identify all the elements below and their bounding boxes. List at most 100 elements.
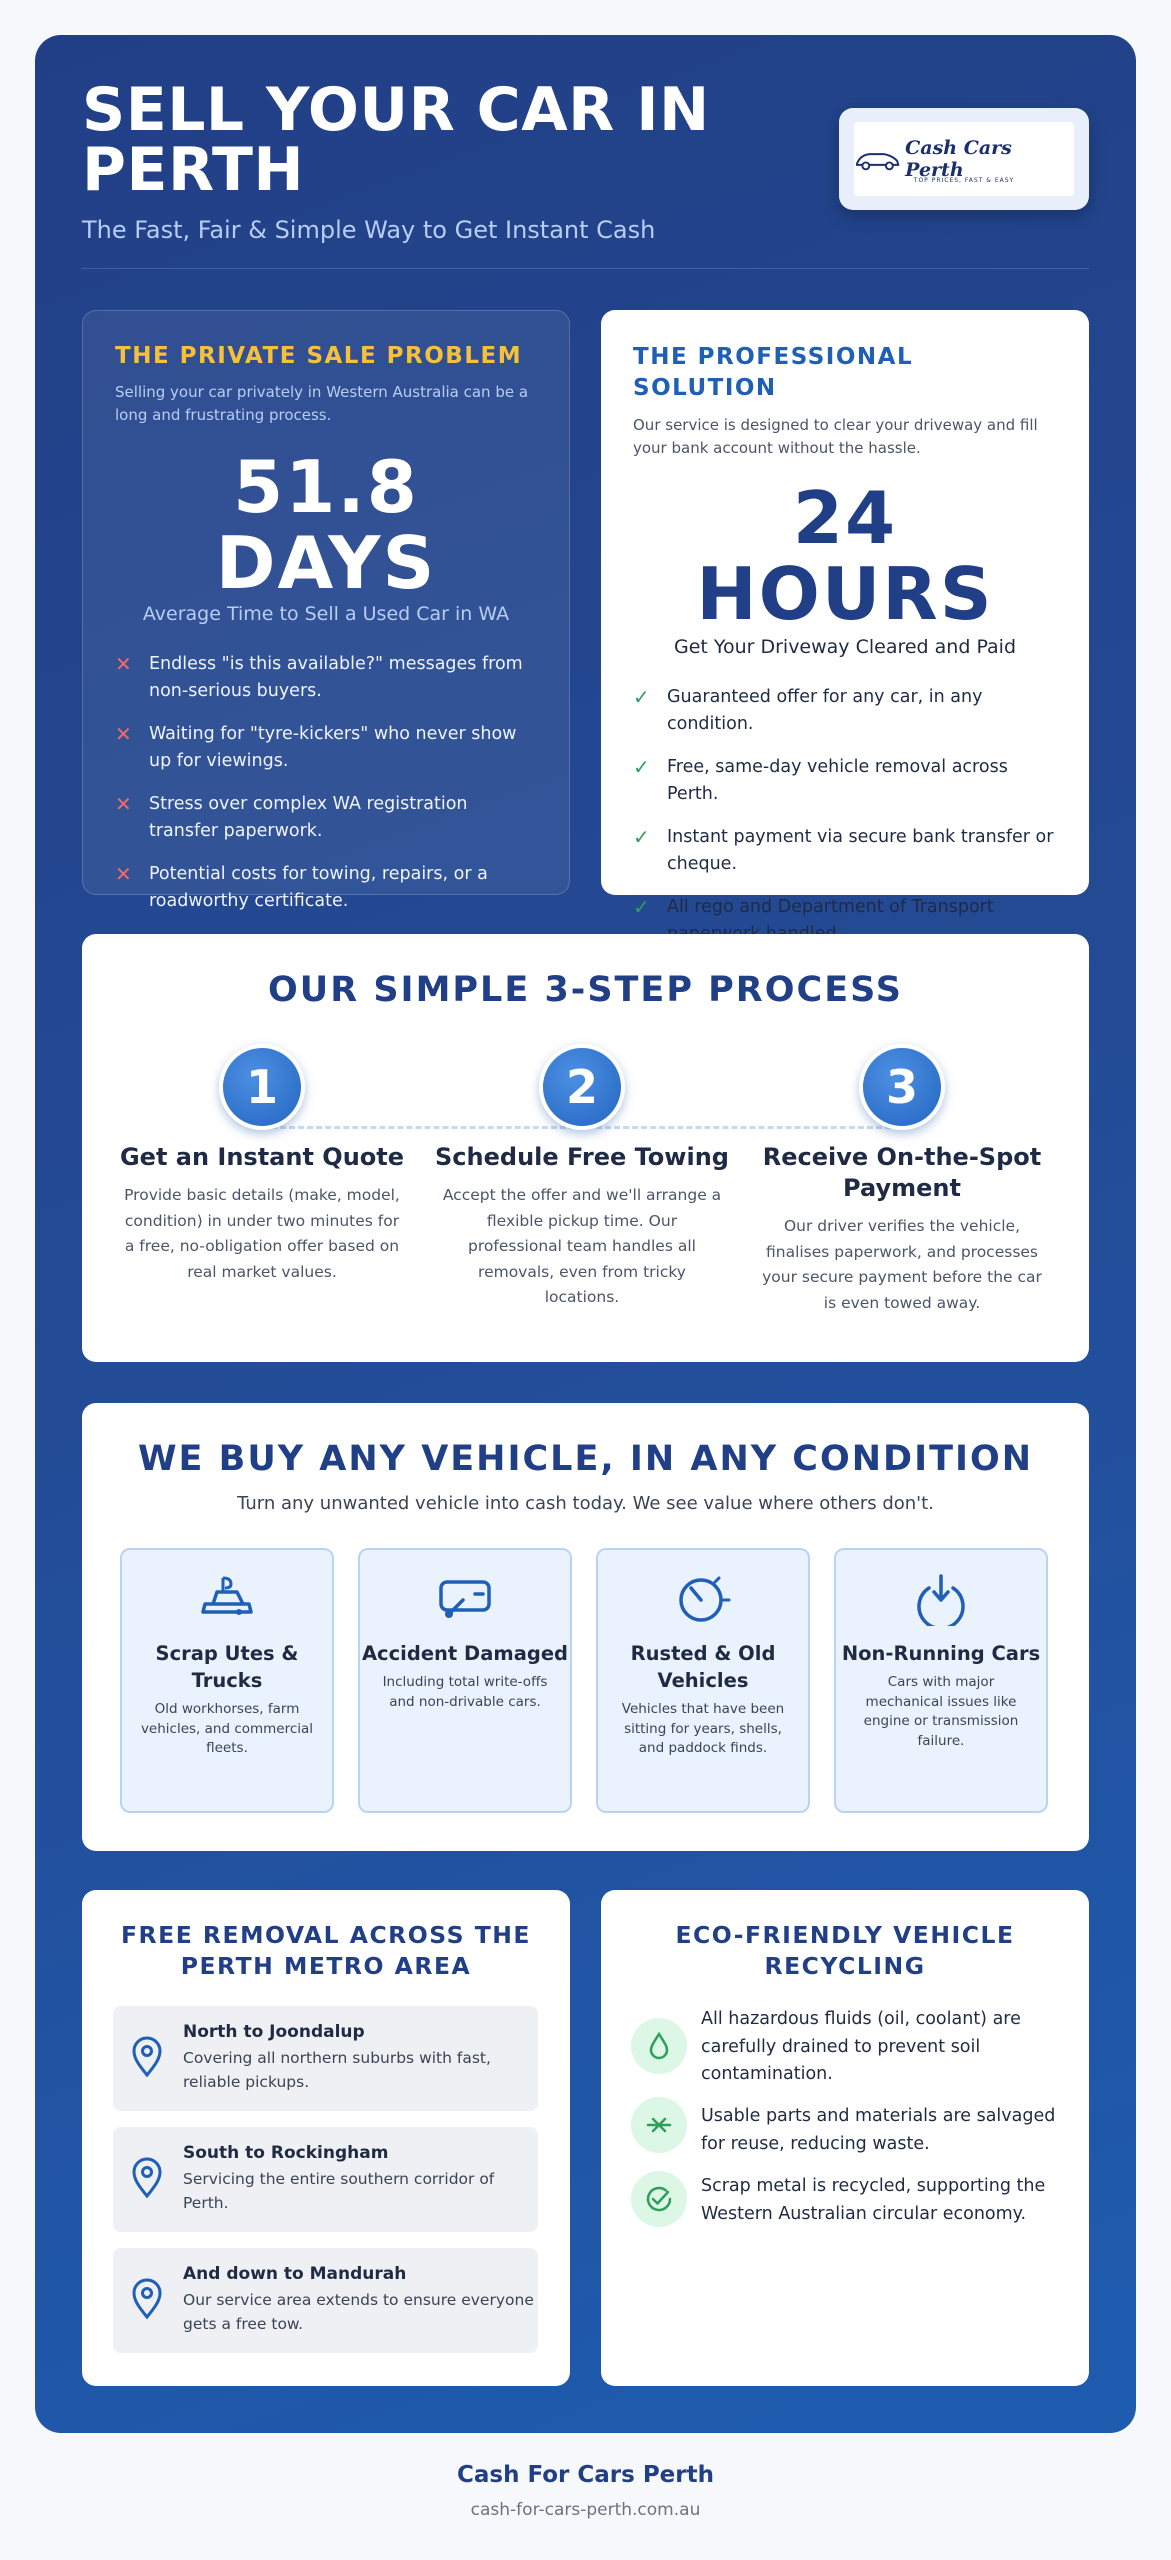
vehicle-category: Scrap Utes & Trucks Old workhorses, farm…: [120, 1548, 334, 1813]
step-description: Accept the offer and we'll arrange a fle…: [442, 1186, 722, 1306]
check-circle-icon: [631, 2171, 687, 2227]
eco-item-text: All hazardous fluids (oil, coolant) are …: [701, 2009, 1021, 2084]
step-number: 3: [859, 1044, 945, 1130]
vehicle-category: Rusted & Old Vehicles Vehicles that have…: [596, 1548, 810, 1813]
vehicle-category-title: Rusted & Old Vehicles: [630, 1642, 776, 1692]
problem-intro: Selling your car privately in Western Au…: [115, 383, 529, 424]
logo-image: Cash Cars Perth TOP PRICES, FAST & EASY: [854, 122, 1074, 196]
logo[interactable]: Cash Cars Perth TOP PRICES, FAST & EASY: [839, 108, 1089, 210]
check-icon: ✓: [633, 825, 650, 849]
vehicle-category-title: Scrap Utes & Trucks: [155, 1642, 299, 1692]
step-title: Schedule Free Towing: [435, 1143, 729, 1171]
service-area: South to Rockingham Servicing the entire…: [113, 2127, 538, 2232]
car-crash-icon: [439, 1580, 491, 1618]
location-pin-icon: [132, 2036, 162, 2078]
vehicles-grid: Scrap Utes & Trucks Old workhorses, farm…: [120, 1548, 1050, 1813]
eco-item: Scrap metal is recycled, supporting the …: [631, 2171, 1061, 2228]
step-description: Our driver verifies the vehicle, finalis…: [762, 1217, 1042, 1312]
eco-card: ECO-FRIENDLY VEHICLE RECYCLING All hazar…: [601, 1890, 1089, 2386]
list-item: ✓ Guaranteed offer for any car, in any co…: [633, 684, 1057, 738]
page-subtitle: The Fast, Fair & Simple Way to Get Insta…: [82, 216, 656, 244]
solution-list: ✓ Guaranteed offer for any car, in any co…: [633, 684, 1057, 948]
vehicle-category-description: Including total write-offs and non-driva…: [382, 1674, 548, 1710]
vehicle-category-title: Accident Damaged: [361, 1642, 569, 1665]
truck-icon: [201, 1576, 253, 1615]
list-item-text: Waiting for "tyre-kickers" who never sho…: [149, 724, 517, 771]
problem-title: THE PRIVATE SALE PROBLEM: [115, 343, 523, 369]
removal-title: FREE REMOVAL ACROSS THE PERTH METRO AREA: [121, 1921, 531, 1980]
area-name: And down to Mandurah: [183, 2264, 407, 2284]
removal-card: FREE REMOVAL ACROSS THE PERTH METRO AREA…: [82, 1890, 570, 2386]
check-icon: ✓: [633, 895, 650, 919]
step-title: Receive On-the-Spot Payment: [762, 1143, 1042, 1202]
service-area: North to Joondalup Covering all northern…: [113, 2006, 538, 2111]
list-item-text: Guaranteed offer for any car, in any con…: [667, 687, 983, 734]
cross-icon: ✕: [115, 792, 132, 816]
solution-intro: Our service is designed to clear your dr…: [633, 416, 1038, 457]
process-steps: 1 Get an Instant Quote Provide basic det…: [82, 1044, 1089, 1334]
list-item-text: Stress over complex WA registration tran…: [149, 794, 468, 841]
area-description: Covering all northern suburbs with fast,…: [183, 2049, 491, 2091]
step-number: 2: [539, 1044, 625, 1130]
cross-icon: ✕: [115, 652, 132, 676]
vehicle-category: Accident Damaged Including total write-o…: [358, 1548, 572, 1813]
problem-list: ✕ Endless "is this available?" messages f…: [115, 651, 537, 915]
vehicle-category-title: Non-Running Cars: [841, 1642, 1041, 1665]
eco-item-text: Scrap metal is recycled, supporting the …: [701, 2176, 1046, 2224]
droplet-icon: [631, 2018, 687, 2074]
solution-title: THE PROFESSIONAL SOLUTION: [633, 344, 914, 401]
problem-stat: 51.8 DAYS: [215, 445, 437, 605]
power-icon: [917, 1574, 965, 1626]
list-item: ✕ Stress over complex WA registration tra…: [115, 791, 537, 845]
footer-website-link[interactable]: cash-for-cars-perth.com.au: [470, 2500, 701, 2520]
location-pin-icon: [132, 2278, 162, 2320]
process-step: 1 Get an Instant Quote Provide basic det…: [112, 1044, 412, 1285]
cross-icon: ✕: [115, 722, 132, 746]
service-area: And down to Mandurah Our service area ex…: [113, 2248, 538, 2353]
process-title: OUR SIMPLE 3-STEP PROCESS: [268, 970, 903, 1010]
process-card: OUR SIMPLE 3-STEP PROCESS 1 Get an Insta…: [82, 934, 1089, 1362]
process-step: 3 Receive On-the-Spot Payment Our driver…: [752, 1044, 1052, 1316]
solution-card: THE PROFESSIONAL SOLUTION Our service is…: [601, 310, 1089, 944]
list-item: ✓ Free, same-day vehicle removal across P…: [633, 754, 1057, 808]
logo-tagline: TOP PRICES, FAST & EASY: [913, 177, 1015, 184]
eco-item-text: Usable parts and materials are salvaged …: [701, 2106, 1056, 2154]
logo-text: Cash Cars Perth: [905, 137, 1012, 181]
header-divider: [82, 268, 1089, 269]
vehicle-category-description: Cars with major mechanical issues like e…: [863, 1674, 1019, 1749]
vehicles-title: WE BUY ANY VEHICLE, IN ANY CONDITION: [137, 1439, 1034, 1479]
check-icon: ✓: [633, 685, 650, 709]
list-item: ✓ Instant payment via secure bank transfe…: [633, 824, 1057, 878]
eco-title: ECO-FRIENDLY VEHICLE RECYCLING: [675, 1921, 1015, 1980]
area-description: Our service area extends to ensure every…: [183, 2291, 534, 2333]
location-pin-icon: [132, 2157, 162, 2199]
list-item-text: Free, same-day vehicle removal across Pe…: [667, 757, 1008, 804]
car-logo-icon: [855, 153, 900, 171]
list-item: ✕ Waiting for "tyre-kickers" who never sh…: [115, 721, 537, 775]
header: SELL YOUR CAR IN PERTH The Fast, Fair & …: [82, 80, 1089, 270]
process-step: 2 Schedule Free Towing Accept the offer …: [432, 1044, 732, 1311]
vehicle-category: Non-Running Cars Cars with major mechani…: [834, 1548, 1048, 1813]
list-item-text: Endless "is this available?" messages fr…: [149, 654, 523, 701]
cross-icon: ✕: [115, 862, 132, 886]
page-title: SELL YOUR CAR IN PERTH: [82, 75, 710, 205]
solution-stat: 24 HOURS: [696, 476, 994, 636]
list-item-text: Instant payment via secure bank transfer…: [667, 827, 1054, 874]
check-icon: ✓: [633, 755, 650, 779]
vehicle-category-description: Vehicles that have been sitting for year…: [621, 1701, 785, 1756]
vehicle-category-description: Old workhorses, farm vehicles, and comme…: [140, 1701, 314, 1756]
vehicles-card: WE BUY ANY VEHICLE, IN ANY CONDITION Tur…: [82, 1403, 1089, 1851]
list-item-text: Potential costs for towing, repairs, or …: [149, 864, 488, 911]
eco-item: Usable parts and materials are salvaged …: [631, 2097, 1061, 2158]
step-title: Get an Instant Quote: [119, 1143, 405, 1171]
step-description: Provide basic details (make, model, cond…: [124, 1186, 400, 1281]
area-name: North to Joondalup: [183, 2022, 365, 2042]
recycle-icon: [631, 2097, 687, 2153]
area-name: South to Rockingham: [183, 2143, 389, 2163]
list-item: ✕ Potential costs for towing, repairs, or…: [115, 861, 537, 915]
list-item: ✕ Endless "is this available?" messages f…: [115, 651, 537, 705]
footer-brand-name: Cash For Cars Perth: [456, 2462, 714, 2488]
area-description: Servicing the entire southern corridor o…: [183, 2170, 495, 2212]
gauge-icon: [679, 1576, 731, 1622]
problem-stat-caption: Average Time to Sell a Used Car in WA: [142, 603, 510, 625]
